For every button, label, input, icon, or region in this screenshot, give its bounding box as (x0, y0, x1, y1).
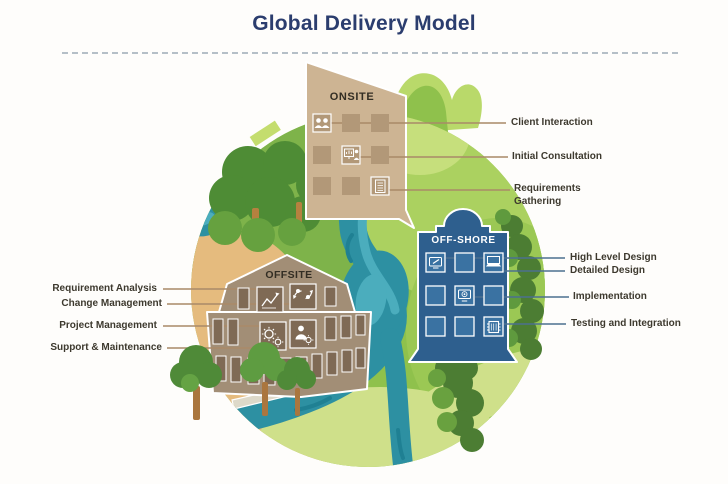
people-icon (314, 118, 330, 128)
offsite-front-trees (170, 342, 316, 420)
tree-cluster-top-left (208, 120, 334, 252)
gears-icon (261, 326, 284, 348)
people-sync-icon (293, 289, 313, 300)
monitor-pencil-icon (429, 257, 442, 269)
presentation-icon (344, 148, 360, 160)
person-gear-icon (295, 325, 314, 345)
line-chart-icon (261, 292, 280, 309)
monitor-eye-icon (458, 289, 471, 302)
fallen-log (249, 120, 281, 147)
onsite-offsite-connectors (163, 122, 510, 349)
laptop-icon (486, 256, 501, 267)
hill-bump (391, 73, 482, 134)
offshore-windows (425, 252, 504, 337)
document-icon (375, 179, 386, 193)
onsite-building (305, 61, 415, 229)
chip-icon (487, 320, 501, 334)
pale-strip-bottom-right (397, 347, 545, 437)
onsite-windows (312, 113, 390, 196)
